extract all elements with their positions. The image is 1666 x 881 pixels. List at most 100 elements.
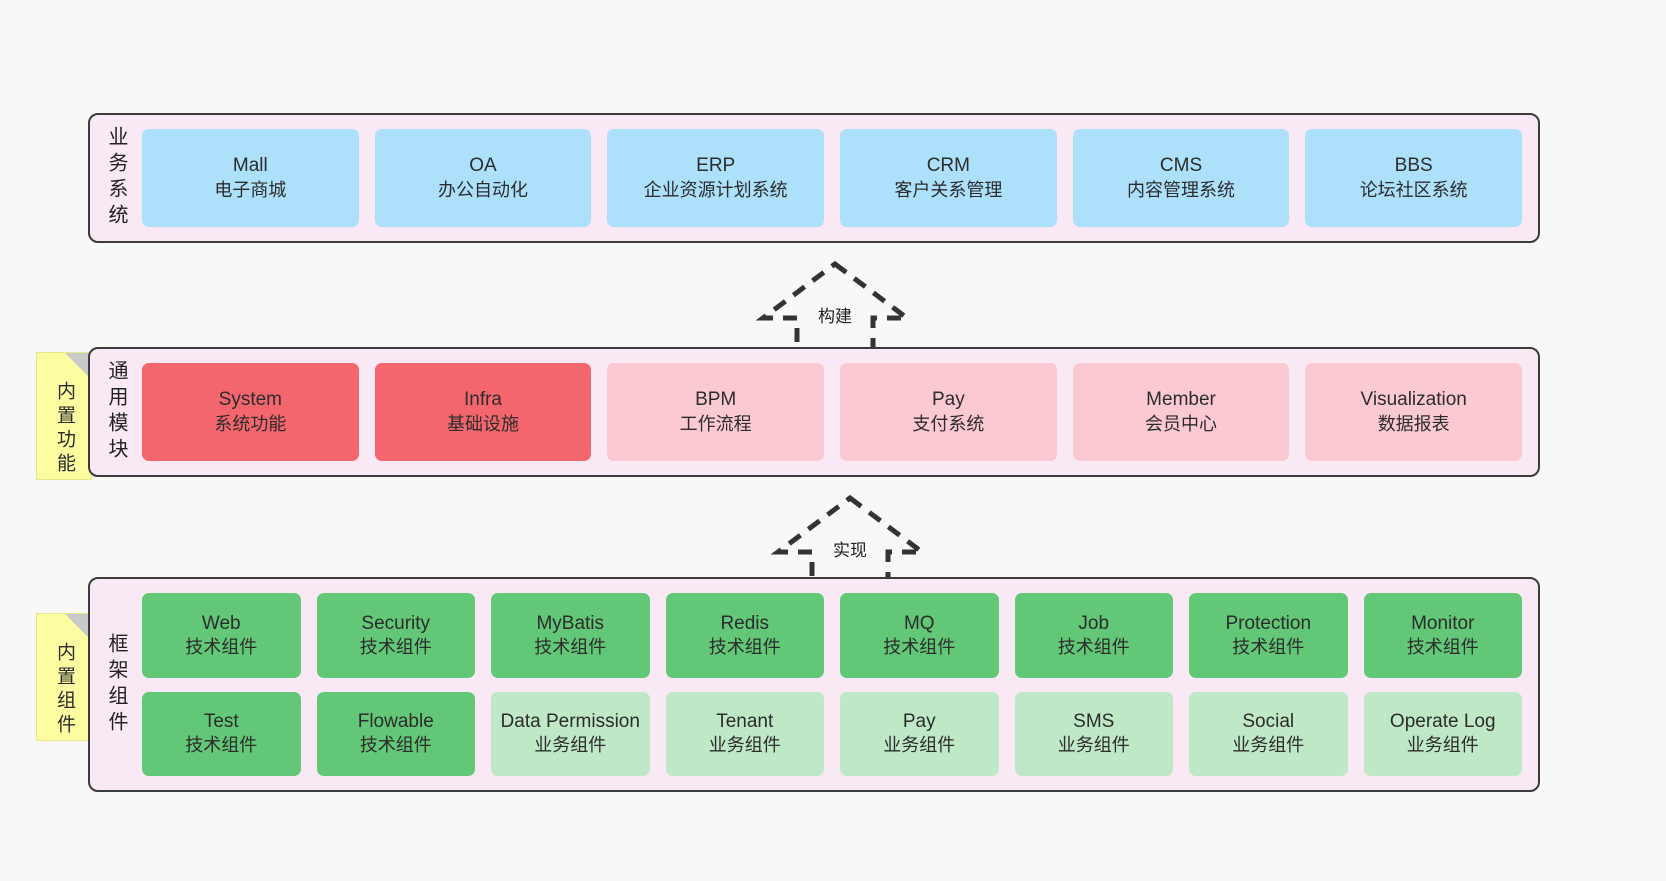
layer-title-business-systems: 业务系统 xyxy=(105,126,127,230)
card-visualization[interactable]: Visualization 数据报表 xyxy=(1305,363,1523,461)
card-title: Visualization xyxy=(1360,389,1467,411)
layer-title-framework-components: 框架组件 xyxy=(105,632,127,737)
card-title: Member xyxy=(1146,389,1216,411)
layer-body-business-systems: Mall 电子商城 OA 办公自动化 ERP 企业资源计划系统 CRM 客户关系… xyxy=(142,115,1538,241)
card-protection[interactable]: Protection 技术组件 xyxy=(1189,593,1348,678)
card-bbs[interactable]: BBS 论坛社区系统 xyxy=(1305,129,1523,227)
card-operate-log[interactable]: Operate Log 业务组件 xyxy=(1363,691,1522,776)
card-title: Job xyxy=(1078,612,1110,634)
card-title: SMS xyxy=(1073,711,1115,733)
card-title: BPM xyxy=(695,389,737,411)
card-subtitle: 业务组件 xyxy=(1057,735,1130,756)
card-subtitle: 企业资源计划系统 xyxy=(643,179,788,200)
card-system[interactable]: System 系统功能 xyxy=(142,363,359,461)
card-cms[interactable]: CMS 内容管理系统 xyxy=(1072,129,1290,227)
card-infra[interactable]: Infra 基础设施 xyxy=(374,363,592,461)
card-title: Social xyxy=(1242,711,1295,733)
card-subtitle: 论坛社区系统 xyxy=(1359,179,1468,200)
connector-build: 构建 xyxy=(755,258,915,354)
card-title: Tenant xyxy=(716,711,774,733)
card-redis[interactable]: Redis 技术组件 xyxy=(665,593,824,678)
card-title: Security xyxy=(361,612,431,634)
card-subtitle: 内容管理系统 xyxy=(1127,179,1236,200)
page-fold-icon xyxy=(65,614,91,640)
card-title: Operate Log xyxy=(1389,711,1496,733)
card-subtitle: 技术组件 xyxy=(1406,636,1479,657)
layer-body-common-modules: System 系统功能 Infra 基础设施 BPM 工作流程 Pay 支付系统… xyxy=(142,349,1538,475)
card-security[interactable]: Security 技术组件 xyxy=(316,593,475,678)
card-title: Infra xyxy=(463,389,503,411)
card-flowable[interactable]: Flowable 技术组件 xyxy=(316,691,475,776)
card-data-permission[interactable]: Data Permission 业务组件 xyxy=(491,691,650,776)
layer-framework-components: 框架组件 Web 技术组件 Security 技术组件 MyBatis 技术组件… xyxy=(88,577,1540,792)
layer-title-common-modules: 通用模块 xyxy=(105,360,127,464)
card-subtitle: 办公自动化 xyxy=(438,179,528,200)
card-erp[interactable]: ERP 企业资源计划系统 xyxy=(607,129,825,227)
card-subtitle: 业务组件 xyxy=(534,735,607,756)
card-sms[interactable]: SMS 业务组件 xyxy=(1014,691,1173,776)
card-subtitle: 基础设施 xyxy=(447,413,519,434)
card-title: Test xyxy=(203,711,239,733)
card-title: Pay xyxy=(902,711,936,733)
card-title: Flowable xyxy=(357,711,434,733)
card-mybatis[interactable]: MyBatis 技术组件 xyxy=(491,593,650,678)
card-monitor[interactable]: Monitor 技术组件 xyxy=(1363,593,1522,678)
card-subtitle: 客户关系管理 xyxy=(894,179,1003,200)
card-subtitle: 技术组件 xyxy=(185,735,258,756)
layer-body-framework-components: Web 技术组件 Security 技术组件 MyBatis 技术组件 Redi… xyxy=(142,579,1538,790)
card-title: MQ xyxy=(903,612,935,634)
sticky-note-builtin-components: 内置组件 xyxy=(36,613,92,741)
card-title: MyBatis xyxy=(536,612,605,634)
card-title: ERP xyxy=(696,155,736,177)
card-title: CMS xyxy=(1159,155,1203,177)
layer-business-systems: 业务系统 Mall 电子商城 OA 办公自动化 ERP 企业资源计划系统 CRM… xyxy=(88,113,1540,243)
card-row: Mall 电子商城 OA 办公自动化 ERP 企业资源计划系统 CRM 客户关系… xyxy=(142,129,1523,227)
card-web[interactable]: Web 技术组件 xyxy=(142,593,301,678)
card-title: Redis xyxy=(720,612,770,634)
sticky-note-text: 内置功能 xyxy=(53,381,75,477)
card-pay-module[interactable]: Pay 支付系统 xyxy=(840,363,1057,461)
card-test[interactable]: Test 技术组件 xyxy=(142,691,301,776)
connector-implement: 实现 xyxy=(770,492,930,588)
card-member[interactable]: Member 会员中心 xyxy=(1072,363,1290,461)
card-subtitle: 技术组件 xyxy=(1057,636,1130,657)
card-subtitle: 技术组件 xyxy=(185,636,258,657)
card-subtitle: 工作流程 xyxy=(679,413,752,434)
card-subtitle: 技术组件 xyxy=(1232,636,1305,657)
card-tenant[interactable]: Tenant 业务组件 xyxy=(665,691,824,776)
page-fold-icon xyxy=(65,353,91,379)
card-row: Test 技术组件 Flowable 技术组件 Data Permission … xyxy=(142,691,1522,776)
card-subtitle: 电子商城 xyxy=(214,179,287,200)
card-title: Web xyxy=(201,612,241,634)
sticky-note-text: 内置组件 xyxy=(53,642,75,738)
layer-common-modules: 通用模块 System 系统功能 Infra 基础设施 BPM 工作流程 Pay… xyxy=(88,347,1540,477)
card-subtitle: 技术组件 xyxy=(708,636,781,657)
card-title: OA xyxy=(469,155,497,177)
card-title: Pay xyxy=(931,389,965,411)
card-social[interactable]: Social 业务组件 xyxy=(1189,691,1348,776)
card-subtitle: 业务组件 xyxy=(1232,735,1305,756)
card-title: System xyxy=(218,389,283,411)
card-crm[interactable]: CRM 客户关系管理 xyxy=(840,129,1057,227)
card-mall[interactable]: Mall 电子商城 xyxy=(142,129,359,227)
card-job[interactable]: Job 技术组件 xyxy=(1014,593,1173,678)
card-subtitle: 支付系统 xyxy=(912,413,985,434)
card-title: Mall xyxy=(232,155,268,177)
card-subtitle: 会员中心 xyxy=(1145,413,1218,434)
card-row: Web 技术组件 Security 技术组件 MyBatis 技术组件 Redi… xyxy=(142,593,1522,678)
card-oa[interactable]: OA 办公自动化 xyxy=(374,129,592,227)
card-subtitle: 系统功能 xyxy=(214,413,287,434)
card-pay-component[interactable]: Pay 业务组件 xyxy=(840,691,999,776)
card-mq[interactable]: MQ 技术组件 xyxy=(840,593,999,678)
card-title: Monitor xyxy=(1411,612,1475,634)
card-subtitle: 业务组件 xyxy=(708,735,781,756)
card-subtitle: 业务组件 xyxy=(883,735,956,756)
card-title: CRM xyxy=(926,155,970,177)
card-subtitle: 业务组件 xyxy=(1406,735,1479,756)
card-subtitle: 技术组件 xyxy=(534,636,607,657)
card-subtitle: 技术组件 xyxy=(883,636,956,657)
sticky-note-builtin-features: 内置功能 xyxy=(36,352,92,480)
card-bpm[interactable]: BPM 工作流程 xyxy=(607,363,825,461)
card-title: Data Permission xyxy=(500,711,640,733)
